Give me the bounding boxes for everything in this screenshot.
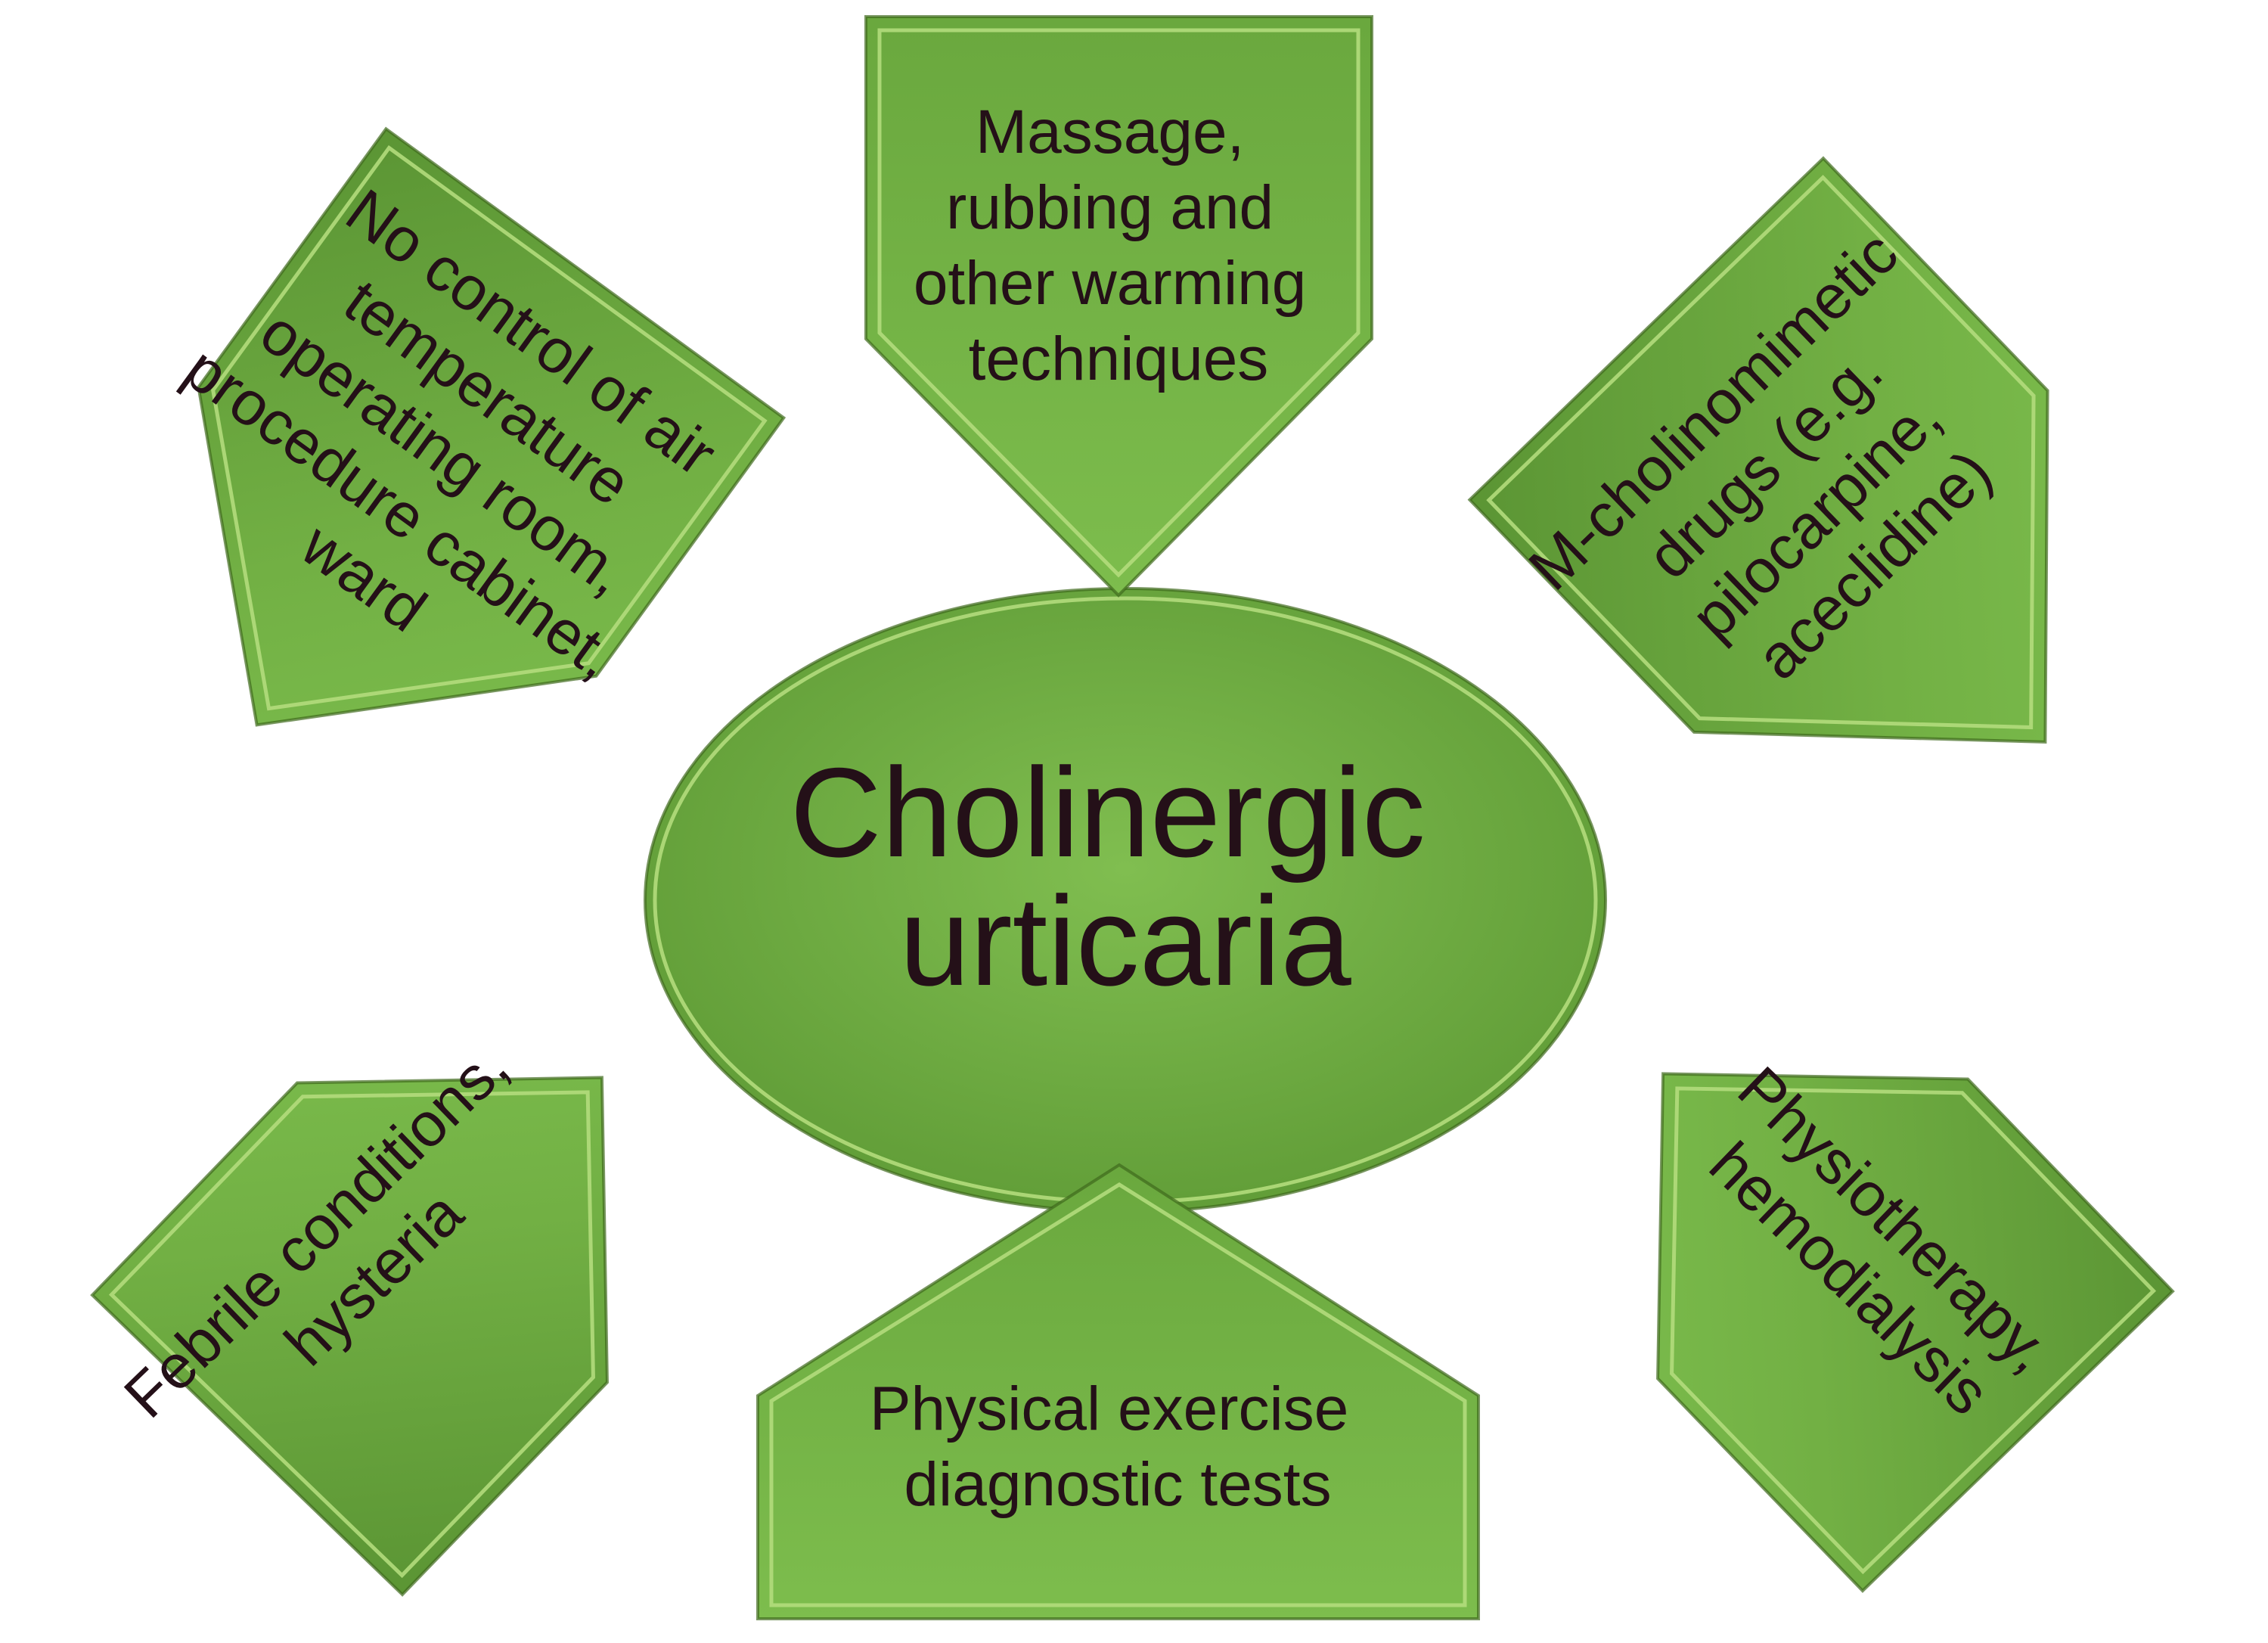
- trigger-top-text: Massage, rubbing and other warming techn…: [914, 98, 1323, 393]
- center-node: Cholinergic urticaria: [644, 587, 1607, 1213]
- trigger-bottom-right-node: [1656, 1072, 2175, 1593]
- trigger-top-left-node: No control of air temperature operating …: [172, 126, 787, 727]
- center-title-line-1: Cholinergic: [790, 741, 1425, 884]
- trigger-bottom-line-2: diagnostic tests: [904, 1450, 1331, 1519]
- trigger-top-line-1: Massage,: [976, 98, 1245, 166]
- trigger-bottom-left-node: [90, 1076, 609, 1597]
- trigger-bottom-text: Physical exercise diagnostic tests: [870, 1374, 1366, 1519]
- center-title: Cholinergic urticaria: [790, 741, 1460, 1012]
- trigger-top-line-3: other warming: [914, 249, 1307, 318]
- center-title-line-2: urticaria: [899, 870, 1351, 1012]
- trigger-bottom-line-1: Physical exercise: [870, 1374, 1348, 1443]
- trigger-top-node: Massage, rubbing and other warming techn…: [864, 15, 1373, 598]
- trigger-bottom-node: Physical exercise diagnostic tests: [756, 1163, 1480, 1620]
- trigger-top-line-2: rubbing and: [946, 173, 1274, 242]
- trigger-top-line-4: techniques: [969, 325, 1269, 393]
